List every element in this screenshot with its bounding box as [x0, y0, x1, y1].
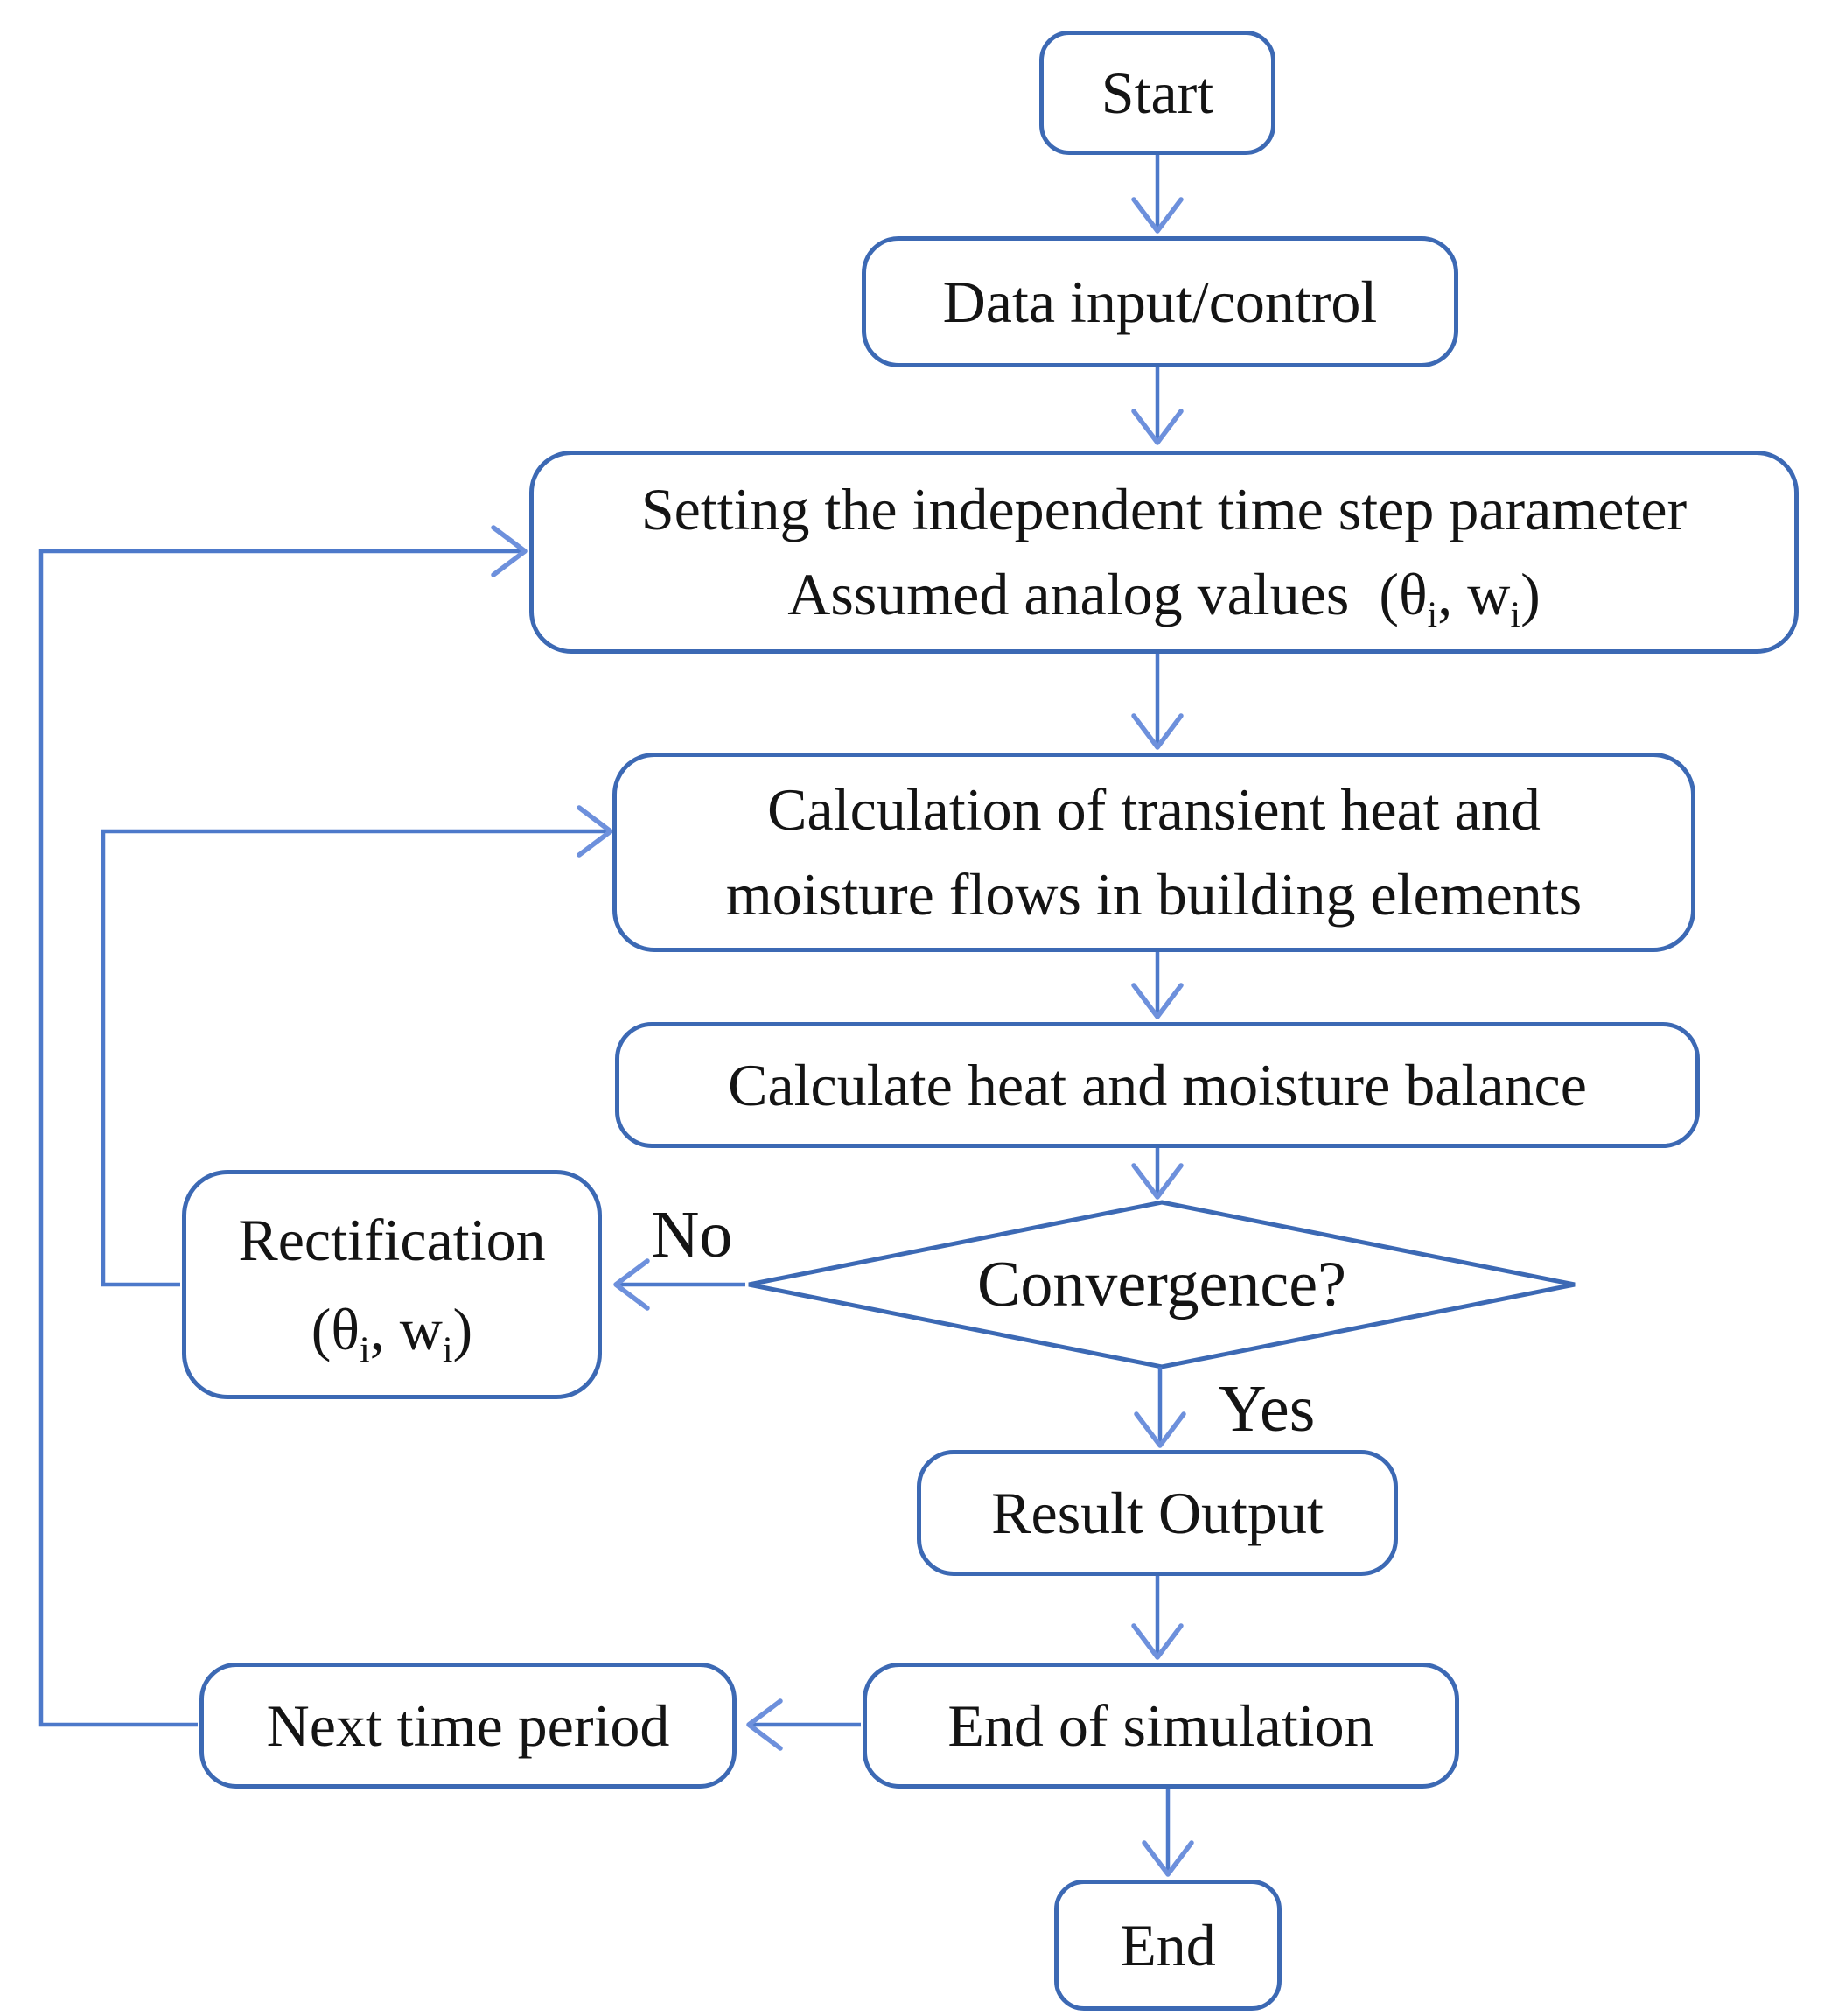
- end-node: End: [1054, 1880, 1282, 2011]
- setting-line1: Setting the independent time step parame…: [640, 476, 1688, 543]
- edge-convergence-yes-to-result: [1134, 1367, 1186, 1448]
- edge-balance-to-convergence: [1131, 1148, 1184, 1200]
- rectification-line1: Rectification: [238, 1207, 546, 1273]
- next-time-period-label: Next time period: [266, 1691, 670, 1759]
- edge-start-to-data-input: [1131, 155, 1184, 234]
- result-output-node: Result Output: [917, 1450, 1398, 1576]
- next-time-period-node: Next time period: [199, 1662, 737, 1788]
- calculation-line1: Calculation of transient heat and: [767, 776, 1541, 844]
- edge-next-period-loop-to-setting: [38, 525, 528, 1727]
- balance-node: Calculate heat and moisture balance: [615, 1022, 1700, 1148]
- calculation-line2: moisture flows in building elements: [725, 861, 1583, 928]
- setting-node: Setting the independent time step parame…: [529, 451, 1799, 654]
- convergence-label: Convergence?: [977, 1249, 1346, 1320]
- end-of-simulation-label: End of simulation: [947, 1691, 1374, 1759]
- edge-rectification-loop-to-calculation: [101, 805, 613, 1287]
- data-input-node: Data input/control: [862, 236, 1458, 368]
- no-label: No: [651, 1198, 733, 1271]
- edge-setting-to-calculation: [1131, 654, 1184, 750]
- yes-label: Yes: [1218, 1372, 1316, 1446]
- rectification-node: Rectification (θi, wi): [182, 1170, 602, 1399]
- balance-label: Calculate heat and moisture balance: [728, 1051, 1587, 1118]
- edge-end-of-simulation-to-end: [1142, 1788, 1194, 1877]
- edge-data-input-to-setting: [1131, 368, 1184, 445]
- end-label: End: [1120, 1911, 1216, 1978]
- setting-line2: Assumed analog values (θi, wi): [787, 561, 1541, 636]
- calculation-node: Calculation of transient heat and moistu…: [612, 752, 1695, 952]
- start-label: Start: [1101, 59, 1214, 126]
- rectification-line2: (θi, wi): [311, 1296, 473, 1371]
- edge-calculation-to-balance: [1131, 952, 1184, 1019]
- edge-result-to-end-of-simulation: [1131, 1576, 1184, 1660]
- result-output-label: Result Output: [991, 1479, 1324, 1546]
- data-input-label: Data input/control: [942, 268, 1378, 335]
- edge-convergence-no-to-rectification: [613, 1258, 745, 1311]
- end-of-simulation-node: End of simulation: [863, 1662, 1459, 1788]
- edge-end-of-simulation-to-next-period: [746, 1698, 861, 1751]
- start-node: Start: [1039, 31, 1275, 155]
